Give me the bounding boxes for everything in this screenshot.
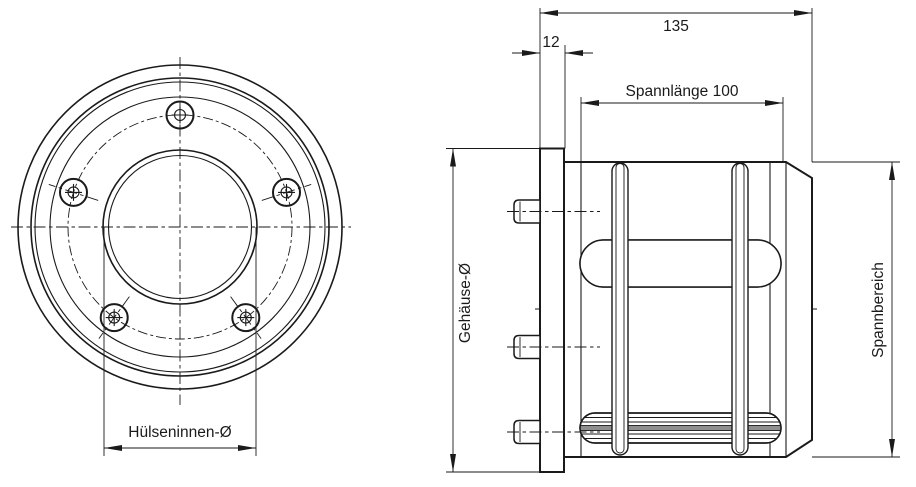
arrowhead-left	[540, 10, 558, 16]
arrowhead-left	[581, 100, 599, 106]
sleeve-outer-circle	[30, 77, 330, 377]
flange-bolt-middle	[507, 334, 600, 360]
clamping-bump-upper	[579, 239, 782, 288]
dimension-clamping-length: Spannlänge 100	[580, 83, 784, 162]
flange-outer-circle	[17, 64, 343, 390]
flange-bolt-bottom	[507, 419, 600, 445]
arrowhead-bottom	[889, 439, 895, 457]
dimension-clamping-range: Spannbereich	[812, 161, 900, 458]
arrowhead-right	[238, 445, 256, 451]
bolt-hole-lower-right	[231, 303, 261, 333]
bolt-hole-lower-left	[99, 303, 129, 333]
arrowhead-right	[765, 100, 783, 106]
huelseninnen-label: Hülseninnen-Ø	[128, 424, 231, 441]
flange-bolt-top	[507, 199, 600, 224]
bolt-hole-upper-right	[272, 177, 301, 207]
dimension-housing-diameter: Gehäuse-Ø	[446, 148, 540, 473]
arrowhead-left	[104, 445, 122, 451]
arrowhead-right	[794, 10, 812, 16]
bore-outer-circle	[102, 149, 258, 305]
flange-thickness-value: 12	[542, 34, 559, 51]
dimension-flange-thickness: 12	[512, 34, 593, 149]
arrowhead-left	[522, 50, 540, 56]
sleeve-edge-circle	[34, 81, 326, 373]
dimension-huelseninnen: Hülseninnen-Ø	[103, 227, 257, 456]
clamping-range-label: Spannbereich	[870, 262, 887, 358]
sleeve-inner-edge-circle	[49, 96, 311, 358]
arrowhead-bottom	[450, 454, 456, 472]
total-length-value: 135	[663, 18, 689, 35]
side-view: 135 12 Spannlänge 100 Gehäuse	[446, 8, 900, 473]
axial-slit-left	[611, 162, 629, 456]
axial-slit-right	[731, 162, 749, 456]
bore-inner-circle	[107, 154, 253, 300]
clamping-bump-lower	[579, 412, 782, 444]
arrowhead-top	[450, 148, 456, 167]
dimension-total-length: 135	[539, 8, 813, 162]
arrowhead-top	[889, 162, 895, 180]
bolt-hole-top	[165, 100, 195, 130]
flange	[539, 147, 565, 473]
front-view: Hülseninnen-Ø	[11, 57, 351, 456]
clamping-length-label: Spannlänge 100	[626, 83, 739, 100]
arrowhead-right	[565, 50, 583, 56]
housing-diameter-label: Gehäuse-Ø	[457, 263, 474, 343]
bolt-hole-upper-left	[59, 177, 88, 207]
